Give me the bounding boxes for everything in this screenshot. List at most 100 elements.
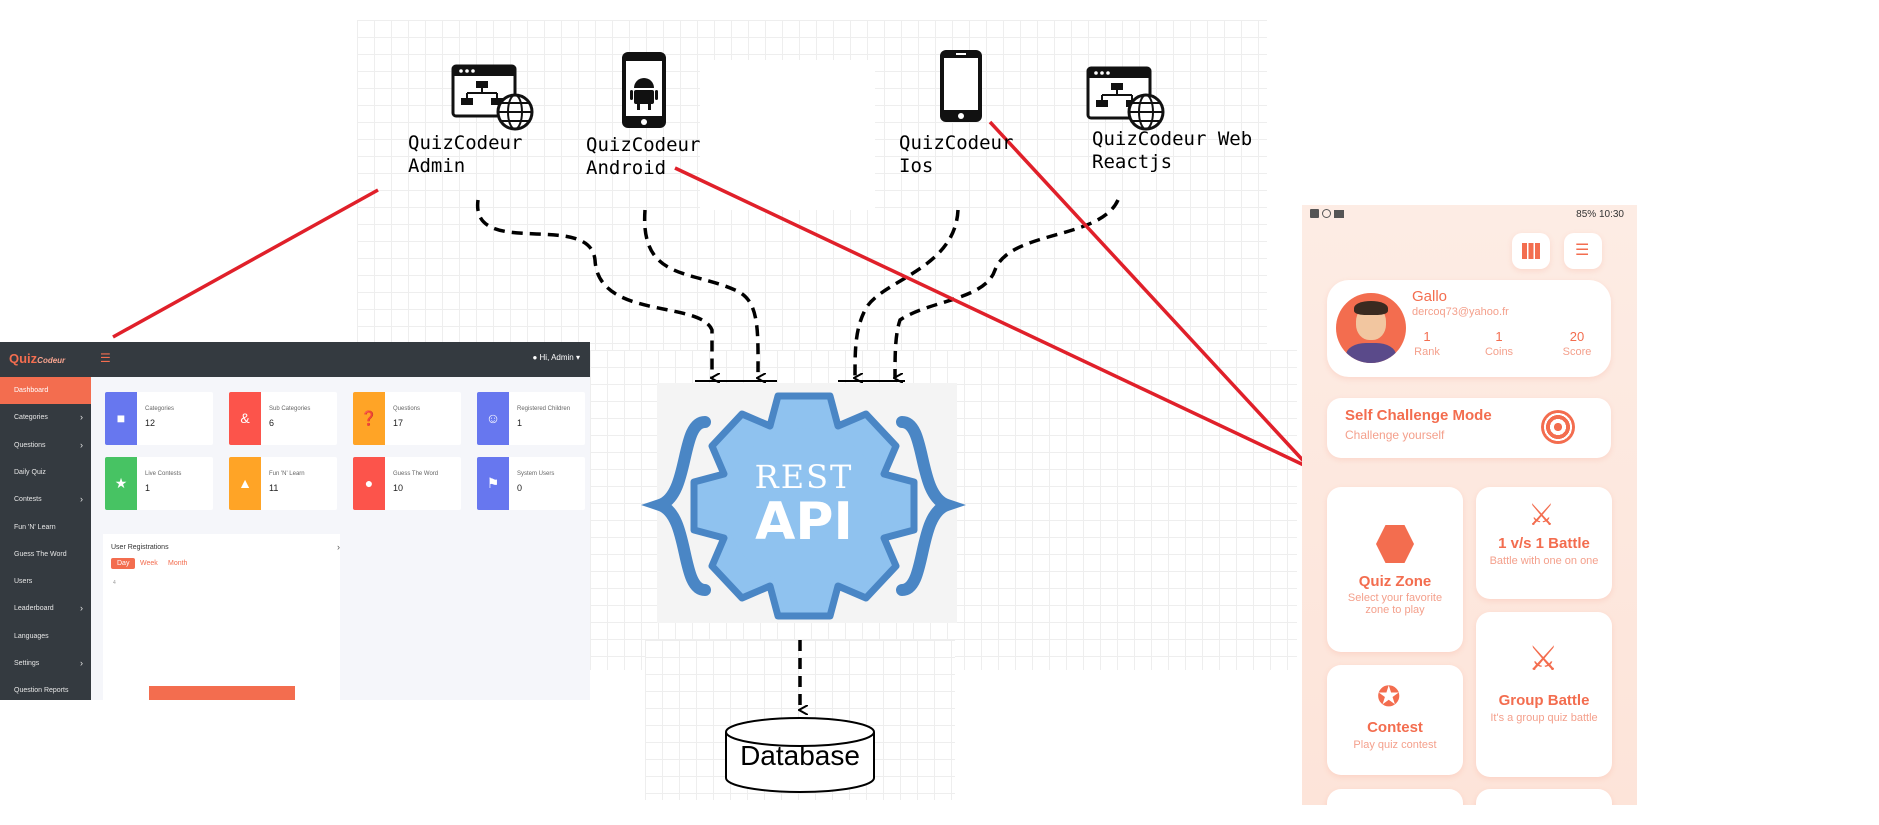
stat-card[interactable]: & Sub Categories 6 (229, 392, 337, 445)
admin-user-menu[interactable]: ● Hi, Admin ▾ (532, 353, 580, 362)
label-android: QuizCodeur Android (586, 134, 701, 179)
stat-card-icon: ● (353, 457, 385, 510)
sidebar-item-label: Settings (14, 660, 40, 667)
stat-card-label: Sub Categories (269, 406, 311, 412)
stat-coins-label: Coins (1484, 346, 1514, 358)
tab-week[interactable]: Week (140, 560, 158, 567)
leaderboard-button[interactable] (1512, 233, 1550, 269)
sidebar-item[interactable]: Categories› (0, 404, 91, 431)
tile-battle[interactable]: ⚔ 1 v/s 1 Battle Battle with one on one (1476, 487, 1612, 599)
menu-toggle-icon[interactable]: ☰ (100, 351, 111, 365)
stat-card-value: 11 (269, 483, 279, 493)
red-line-admin (112, 188, 379, 339)
profile-name: Gallo (1412, 288, 1448, 305)
admin-web-icon (451, 64, 534, 131)
profile-email: dercoq73@yahoo.fr (1412, 306, 1509, 318)
collapse-icon[interactable]: › (337, 542, 340, 552)
stat-card-label: Registered Children (517, 406, 571, 412)
status-right: 85% 10:30 (1576, 209, 1624, 220)
admin-greeting: Hi, Admin (539, 353, 574, 362)
admin-logo: QuizCodeur (9, 351, 66, 366)
stat-card-label: Live Contests (145, 471, 182, 477)
ios-phone-icon (940, 50, 982, 122)
mobile-app-screenshot: 85% 10:30 ☰ Gallo dercoq73@yahoo.fr 1 Ra… (1302, 205, 1637, 805)
target-icon (1541, 410, 1575, 444)
sidebar-item[interactable]: Leaderboard› (0, 595, 91, 622)
label-web: QuizCodeur Web Reactjs (1092, 128, 1253, 173)
quiz-zone-title: Quiz Zone (1358, 573, 1432, 590)
menu-button[interactable]: ☰ (1564, 233, 1602, 269)
sidebar-item-label: Dashboard (14, 387, 49, 394)
stat-card-label: Categories (145, 406, 175, 412)
red-connectors (112, 120, 1312, 470)
label-database: Database (740, 740, 860, 771)
red-line-android (674, 166, 1311, 470)
stat-card-value: 0 (517, 483, 523, 493)
gamepad-icon (1376, 525, 1414, 563)
sidebar-item[interactable]: Languages (0, 623, 91, 650)
dashed-connectors (476, 199, 1120, 710)
sidebar-item-label: Guess The Word (14, 550, 67, 558)
tile-contest[interactable]: ✪ Contest Play quiz contest (1327, 665, 1463, 775)
sidebar-item[interactable]: Dashboard (0, 377, 91, 404)
group-battle-icon: ⚔ (1528, 640, 1559, 678)
laurel-star-icon: ✪ (1377, 681, 1401, 712)
tile-more-right[interactable] (1476, 789, 1612, 805)
folder-icon (1333, 210, 1344, 218)
sidebar-item[interactable]: Fun 'N' Learn (0, 514, 91, 541)
tile-more-left[interactable] (1327, 789, 1463, 805)
sidebar-item-label: Question Reports (14, 687, 69, 695)
swords-icon: ⚔ (1528, 499, 1555, 532)
label-admin: QuizCodeur Admin (408, 132, 523, 177)
sidebar-item[interactable]: Daily Quiz (0, 459, 91, 486)
self-challenge-sub: Challenge yourself (1345, 428, 1445, 442)
group-battle-title: Group Battle (1498, 692, 1590, 709)
stat-rank-value: 1 (1423, 329, 1431, 344)
facebook-icon (1310, 209, 1319, 218)
stat-card-value: 1 (145, 483, 151, 493)
sidebar-item[interactable]: Settings › (0, 650, 91, 677)
tab-day[interactable]: Day (111, 558, 136, 569)
stat-card-icon: ❓ (353, 392, 385, 445)
whatsapp-icon (1321, 209, 1331, 218)
sidebar-item-label: Users (14, 578, 33, 586)
hamburger-icon: ☰ (1575, 242, 1590, 259)
sidebar-item[interactable]: Contests› (0, 486, 91, 513)
stat-card-label: System Users (517, 471, 555, 477)
stat-card-icon: ☺ (477, 392, 509, 445)
sidebar-item[interactable]: Questions› (0, 432, 91, 459)
chevron-right-icon: › (80, 658, 83, 668)
stat-card[interactable]: ▲ Fun 'N' Learn 11 (229, 457, 337, 510)
tile-group-battle[interactable]: ⚔ Group Battle It's a group quiz battle (1476, 612, 1612, 777)
stat-card-value: 6 (269, 418, 275, 428)
connector-android-api (642, 209, 758, 378)
sidebar-item[interactable]: Question Reports (0, 677, 91, 700)
stat-card-icon: ▲ (229, 457, 261, 510)
admin-topbar: QuizCodeur ☰ ● Hi, Admin ▾ (0, 342, 590, 377)
connector-web-api (895, 199, 1120, 378)
connector-admin-api (476, 199, 712, 378)
tab-month[interactable]: Month (168, 560, 188, 567)
chart-axis-value: 4 (113, 580, 116, 586)
profile-card[interactable]: Gallo dercoq73@yahoo.fr 1 Rank 1 Coins 2… (1327, 280, 1611, 377)
tile-quiz-zone[interactable]: Quiz Zone Select your favorite zone to p… (1327, 487, 1463, 652)
leaderboard-icon (1522, 243, 1540, 259)
sidebar-item[interactable]: Users (0, 568, 91, 595)
sidebar-item[interactable]: Guess The Word (0, 541, 91, 568)
database-icon (725, 717, 875, 793)
stat-card-label: Fun 'N' Learn (269, 471, 305, 477)
sidebar-item-label: Daily Quiz (14, 468, 46, 476)
stat-card-icon: & (229, 392, 261, 445)
chevron-right-icon: › (80, 439, 83, 450)
self-challenge-card[interactable]: Self Challenge Mode Challenge yourself (1327, 398, 1611, 458)
label-ios: QuizCodeur Ios (899, 132, 1014, 177)
sidebar-item-label: Leaderboard (14, 605, 54, 613)
registrations-panel: User Registrations Day Week Month 4 (103, 534, 340, 700)
